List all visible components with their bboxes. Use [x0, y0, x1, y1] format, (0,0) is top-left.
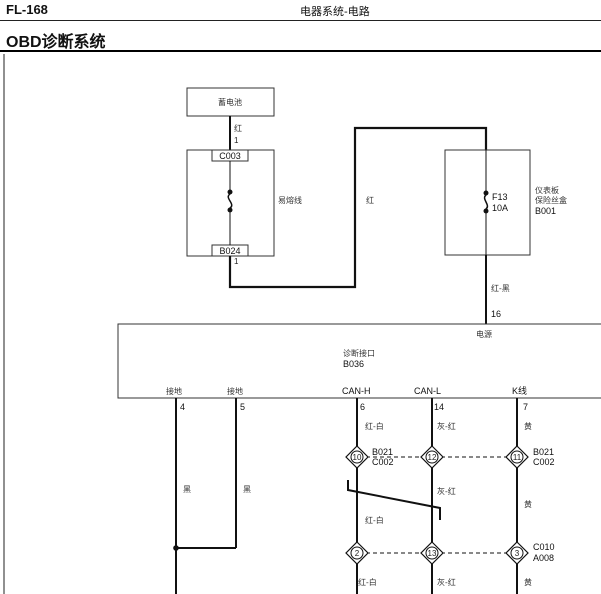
- panel-fuse-label-1: 仪表板: [535, 185, 559, 195]
- splice-row1-can-l: 12: [420, 445, 444, 469]
- can-l-wire-color-mid: 灰-红: [437, 486, 456, 496]
- svg-text:12: 12: [428, 453, 437, 462]
- svg-text:2: 2: [355, 549, 360, 558]
- obd-port-label: 诊断接口: [343, 348, 375, 358]
- battery-label: 蓄电池: [218, 97, 242, 107]
- panel-fuse-rating: 10A: [492, 203, 508, 213]
- pin-number-6: 6: [360, 402, 365, 412]
- splice-row1-k-line: 11: [505, 445, 529, 469]
- battery-wire-pin: 1: [234, 136, 239, 145]
- pin-name-ground-1: 接地: [166, 386, 182, 396]
- can-h-wire-color-top: 红-白: [365, 421, 384, 431]
- panel-fuse-symbol: [483, 194, 489, 210]
- ground-wire-1-color: 黑: [183, 485, 191, 494]
- splice-row2-connector-1: C010: [533, 542, 555, 552]
- panel-fuse-box: [444, 149, 531, 256]
- obd-port-connector: B036: [343, 359, 364, 369]
- panel-fuse-dot-bottom: [483, 208, 489, 214]
- splice-row1-right-connector-2: C002: [533, 457, 555, 467]
- fuse-link-top-connector-label: C003: [219, 151, 241, 161]
- splice-row1-left-connector-1: B021: [372, 447, 393, 457]
- page-title: OBD诊断系统: [6, 34, 106, 51]
- panel-fuse-connector: B001: [535, 206, 556, 216]
- title-rule: [0, 50, 601, 52]
- splice-row2-can-h: 2: [345, 541, 369, 565]
- can-h-wire-color-bottom: 红-白: [358, 577, 377, 587]
- splice-row1-left-connector-2: C002: [372, 457, 394, 467]
- splice-row1-right-connector-1: B021: [533, 447, 554, 457]
- pin-number-4: 4: [180, 402, 185, 412]
- pin-number-5: 5: [240, 402, 245, 412]
- fuse-link-label: 易熔线: [278, 195, 302, 205]
- can-l-wire-color-top: 灰-红: [437, 421, 456, 431]
- pin-number-14: 14: [434, 402, 444, 412]
- pin-name-can-l: CAN-L: [414, 386, 441, 396]
- splice-row1-can-h: 10: [345, 445, 369, 469]
- obd-box: [117, 323, 601, 399]
- obd-power-label: 电源: [476, 329, 492, 339]
- svg-text:11: 11: [513, 453, 522, 462]
- pin-name-ground-2: 接地: [227, 386, 243, 396]
- can-l-wire-color-bottom: 灰-红: [437, 577, 456, 587]
- twisted-pair-cross: [347, 480, 441, 520]
- svg-text:10: 10: [353, 453, 362, 462]
- pin-name-k-line: K线: [512, 385, 527, 396]
- link-wire-color: 红: [366, 195, 374, 205]
- section-name: 电器系统-电路: [300, 5, 370, 18]
- k-line-wire-color-top: 黄: [524, 421, 532, 431]
- k-line-wire-color-mid: 黄: [524, 499, 532, 509]
- svg-text:13: 13: [428, 549, 437, 558]
- splice-row2-can-l: 13: [420, 541, 444, 565]
- battery-wire-color: 红: [234, 123, 242, 133]
- header-rule: [0, 20, 601, 21]
- page-code: FL-168: [6, 2, 48, 17]
- power-pin: 16: [491, 309, 501, 319]
- splice-row2-k-line: 3: [505, 541, 529, 565]
- fuse-link-bottom-pin: 1: [234, 257, 239, 266]
- k-line-wire-color-bottom: 黄: [524, 577, 532, 587]
- fuse-link-dot-top: [227, 189, 233, 195]
- pin-name-can-h: CAN-H: [342, 386, 371, 396]
- panel-fuse-dot-top: [483, 190, 489, 196]
- fuse-link-bottom-connector-label: B024: [219, 246, 240, 256]
- can-h-wire-color-mid: 红-白: [365, 515, 384, 525]
- svg-text:3: 3: [515, 549, 520, 558]
- power-wire-color: 红-黑: [491, 283, 510, 293]
- panel-fuse-label-2: 保险丝盒: [535, 195, 567, 205]
- panel-fuse-name: F13: [492, 192, 508, 202]
- fuse-link-to-panel-wire: [228, 126, 488, 289]
- battery-box: [186, 87, 275, 117]
- fuse-link-symbol: [227, 193, 233, 209]
- splice-row2-connector-2: A008: [533, 553, 554, 563]
- ground-splice-dot: [173, 545, 179, 551]
- ground-wire-2-color: 黑: [243, 485, 251, 494]
- fuse-link-dot-bottom: [227, 207, 233, 213]
- pin-number-7: 7: [523, 402, 528, 412]
